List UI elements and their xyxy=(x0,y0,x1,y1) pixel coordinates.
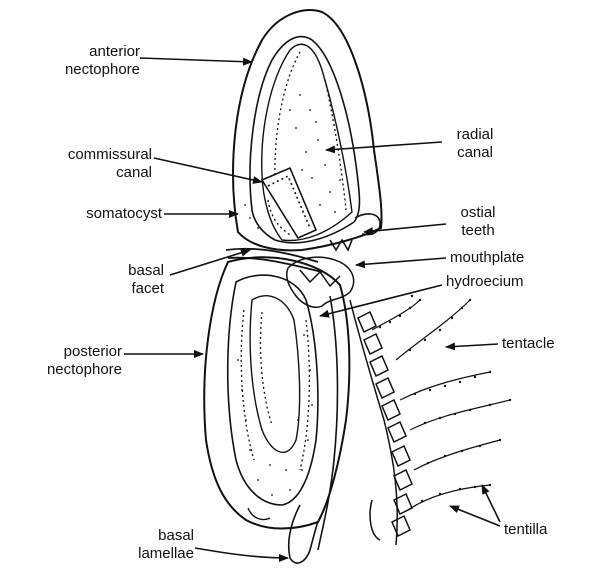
arrow-tentacle xyxy=(445,342,499,351)
arrow-ostial-teeth xyxy=(363,223,447,236)
arrow-hydroecium xyxy=(319,284,443,318)
arrow-basal-lamellae xyxy=(194,547,289,562)
label-basal-lamellae: basal lamellae xyxy=(138,527,194,562)
arrow-commissural-canal xyxy=(153,157,263,184)
label-somatocyst: somatocyst xyxy=(86,205,162,222)
tentilla xyxy=(378,294,512,503)
hydroecium-wall xyxy=(317,295,339,551)
label-mouthplate: mouthplate xyxy=(450,249,525,266)
anterior-nectophore-body xyxy=(232,9,383,252)
radial-canal-lines xyxy=(267,51,347,237)
arrow-tentilla-upper xyxy=(481,484,501,523)
label-anterior-nectophore: anterior nectophore xyxy=(64,43,140,78)
posterior-canal-lines xyxy=(240,309,311,471)
arrow-tentilla-lower xyxy=(449,505,501,527)
label-hydroecium: hydroecium xyxy=(446,273,524,290)
posterior-nectophore-body xyxy=(203,256,351,564)
label-tentacle: tentacle xyxy=(502,335,555,352)
arrow-basal-facet xyxy=(169,248,251,276)
posterior-stipple xyxy=(237,334,313,496)
label-basal-facet: basal facet xyxy=(128,262,164,297)
label-radial-canal: radial canal xyxy=(456,126,494,161)
commissural-canal-shape xyxy=(260,166,318,240)
arrow-radial-canal xyxy=(325,141,443,154)
label-posterior-nectophore: posterior nectophore xyxy=(46,343,122,378)
label-ostial-teeth: ostial teeth xyxy=(460,204,496,239)
leader-arrows xyxy=(124,57,501,562)
tentacles xyxy=(371,299,511,511)
arrow-mouthplate xyxy=(355,257,447,269)
arrow-anterior-nectophore xyxy=(139,57,253,66)
label-tentilla: tentilla xyxy=(504,521,548,538)
stem-and-zooids xyxy=(349,299,413,546)
basal-facet-lines xyxy=(225,247,323,273)
anterior-stipple xyxy=(244,94,341,229)
label-commissural-canal: commissural canal xyxy=(67,146,152,181)
